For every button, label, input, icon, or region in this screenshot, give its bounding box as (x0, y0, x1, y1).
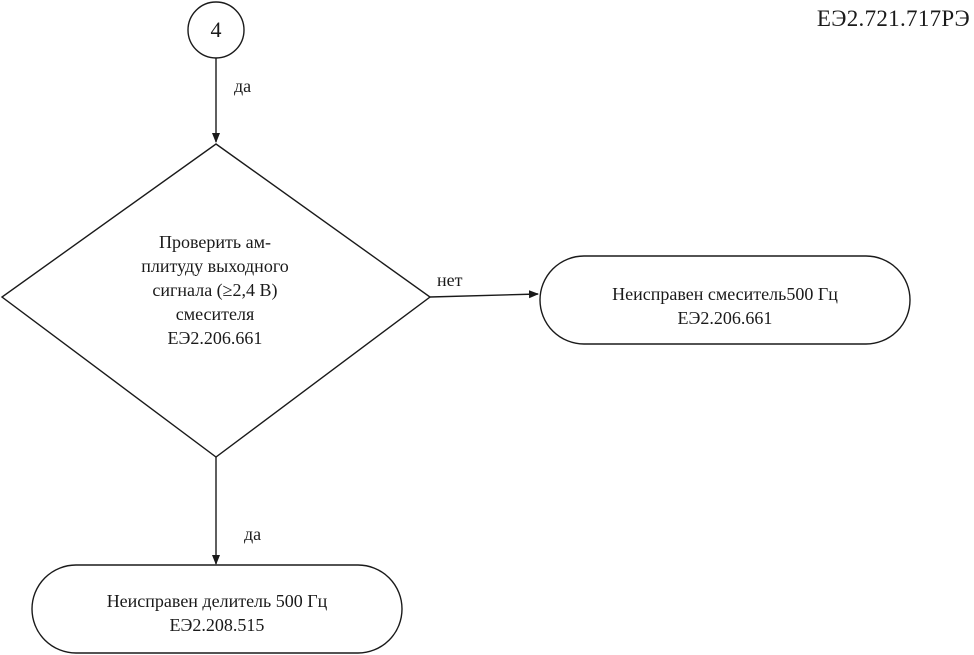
decision-label-line: сигнала (≥2,4 В) (152, 280, 278, 300)
terminal-bottom-label: Неисправен делитель 500 Гц ЕЭ2.208.515 (32, 589, 402, 637)
terminal-right-shape (539, 255, 911, 345)
terminal-right-line: ЕЭ2.206.661 (677, 308, 773, 328)
decision-label-line: ЕЭ2.206.661 (167, 328, 263, 348)
edge-label-decision-yes: да (244, 524, 262, 544)
decision-label-line: смесителя (175, 304, 255, 324)
connector-label: 4 (210, 17, 222, 42)
terminal-bottom-shape (31, 564, 403, 654)
terminal-right-line: Неисправен смеситель500 Гц (612, 284, 838, 304)
terminal-bottom-line: Неисправен делитель 500 Гц (106, 591, 328, 611)
decision-label: Проверить ам- плитуду выходного сигнала … (95, 230, 335, 350)
edge-label-connector-yes: да (234, 76, 252, 96)
decision-label-line: плитуду выходного (141, 256, 289, 276)
arrow-decision-no (429, 290, 539, 299)
decision-label-line: Проверить ам- (159, 232, 271, 252)
terminal-right-label: Неисправен смеситель500 Гц ЕЭ2.206.661 (540, 282, 910, 330)
document-code: ЕЭ2.721.717РЭ (816, 6, 970, 31)
edge-label-decision-no: нет (437, 270, 463, 290)
terminal-bottom-line: ЕЭ2.208.515 (169, 615, 265, 635)
